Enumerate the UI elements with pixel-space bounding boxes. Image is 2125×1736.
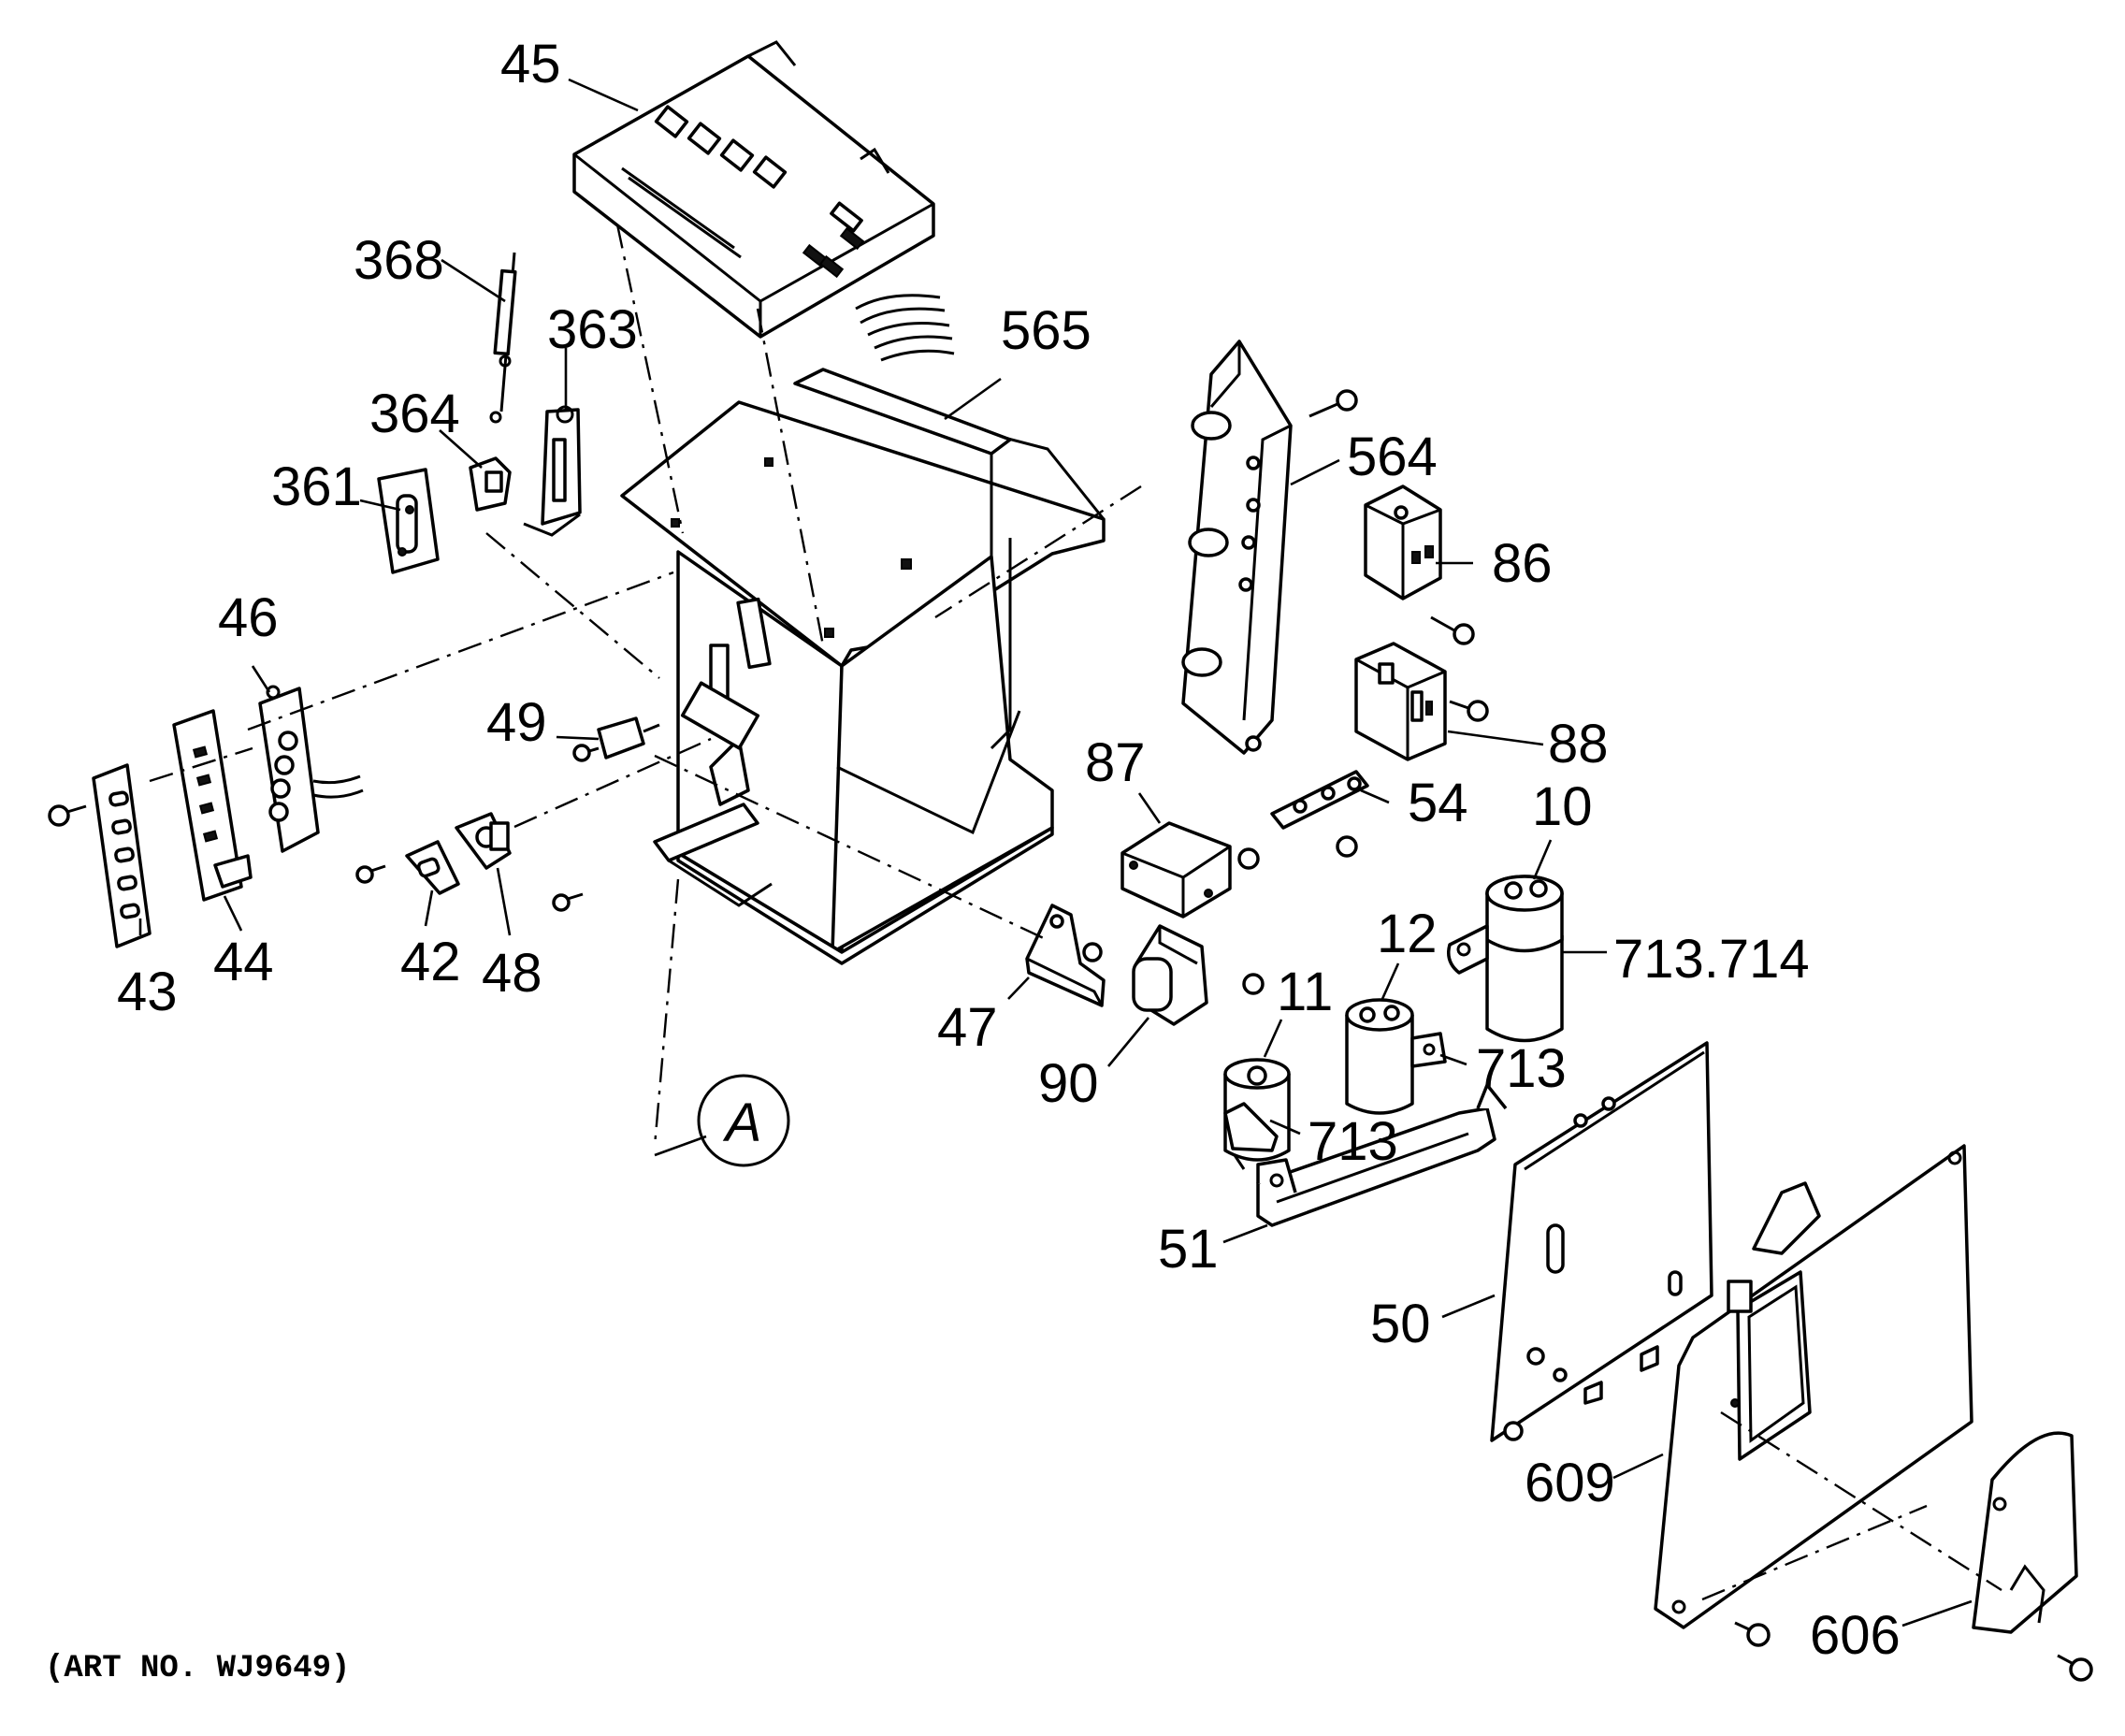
label-564: 564	[1347, 427, 1438, 487]
label-363: 363	[547, 299, 638, 360]
label-48: 48	[482, 943, 542, 1004]
part-51-strap	[1256, 1083, 1508, 1227]
label-42: 42	[400, 932, 461, 992]
label-609: 609	[1525, 1453, 1615, 1513]
part-90-transformer	[1132, 924, 1265, 1026]
label-364: 364	[369, 383, 460, 444]
part-42-gasket	[405, 840, 460, 895]
label-47: 47	[937, 997, 998, 1058]
screws-mid-left	[355, 864, 584, 912]
label-44: 44	[213, 932, 274, 992]
screw-left	[48, 804, 87, 827]
label-86: 86	[1492, 533, 1553, 594]
label-361: 361	[271, 456, 362, 517]
part-363-bracket	[523, 405, 582, 537]
label-46: 46	[218, 587, 279, 648]
callout-a: A	[654, 1074, 790, 1167]
label-12: 12	[1377, 904, 1438, 964]
callout-a-text: A	[723, 1092, 762, 1153]
label-606: 606	[1810, 1605, 1901, 1666]
part-12-capacitor	[1345, 998, 1447, 1115]
part-11-capacitor	[1223, 1058, 1291, 1170]
screws-bottom-right	[1734, 1621, 2093, 1682]
part-564-bracket	[1181, 340, 1358, 755]
leader-lines	[138, 78, 1973, 1628]
part-50-panel	[1490, 1041, 1713, 1442]
part-44-switch-plate	[172, 709, 253, 902]
part-364-switch	[469, 456, 512, 512]
label-45: 45	[500, 34, 561, 94]
label-713-714: 713.714	[1613, 929, 1810, 990]
label-50: 50	[1370, 1294, 1431, 1354]
part-606-cover	[1972, 1431, 2078, 1634]
assembly-lines	[149, 224, 2002, 1601]
part-87-relay	[1120, 821, 1260, 919]
label-87: 87	[1085, 732, 1146, 793]
part-10-capacitor	[1447, 875, 1564, 1043]
part-49-clip	[572, 716, 660, 762]
label-11: 11	[1277, 962, 1333, 1022]
part-88-relay	[1354, 642, 1489, 761]
part-47-bracket	[1025, 904, 1106, 1007]
part-43-switch-cover	[92, 763, 152, 948]
label-713-lower: 713	[1308, 1111, 1398, 1172]
label-51: 51	[1158, 1219, 1219, 1280]
label-88: 88	[1548, 714, 1609, 774]
part-45-control-panel	[572, 40, 955, 362]
part-86-relay	[1364, 485, 1475, 645]
label-43: 43	[117, 962, 178, 1022]
label-565: 565	[1001, 300, 1091, 361]
label-90: 90	[1038, 1053, 1099, 1114]
part-361-bracket	[377, 468, 440, 574]
label-10: 10	[1532, 776, 1593, 837]
part-565-chassis	[620, 368, 1106, 965]
label-49: 49	[486, 692, 547, 753]
label-54: 54	[1408, 773, 1468, 833]
part-54-bracket	[1270, 770, 1369, 858]
part-labels: 45 368 363 364 361 565 564 86 88 46 49 8…	[45, 34, 1901, 1686]
part-46-switch-block	[258, 685, 364, 853]
part-368-rod	[489, 252, 517, 424]
label-713-upper: 713	[1476, 1038, 1567, 1099]
label-368: 368	[354, 230, 444, 291]
art-number: (ART NO. WJ9649)	[45, 1651, 350, 1686]
part-609-plate	[1654, 1144, 1973, 1629]
part-48-lamp-socket	[455, 812, 512, 870]
